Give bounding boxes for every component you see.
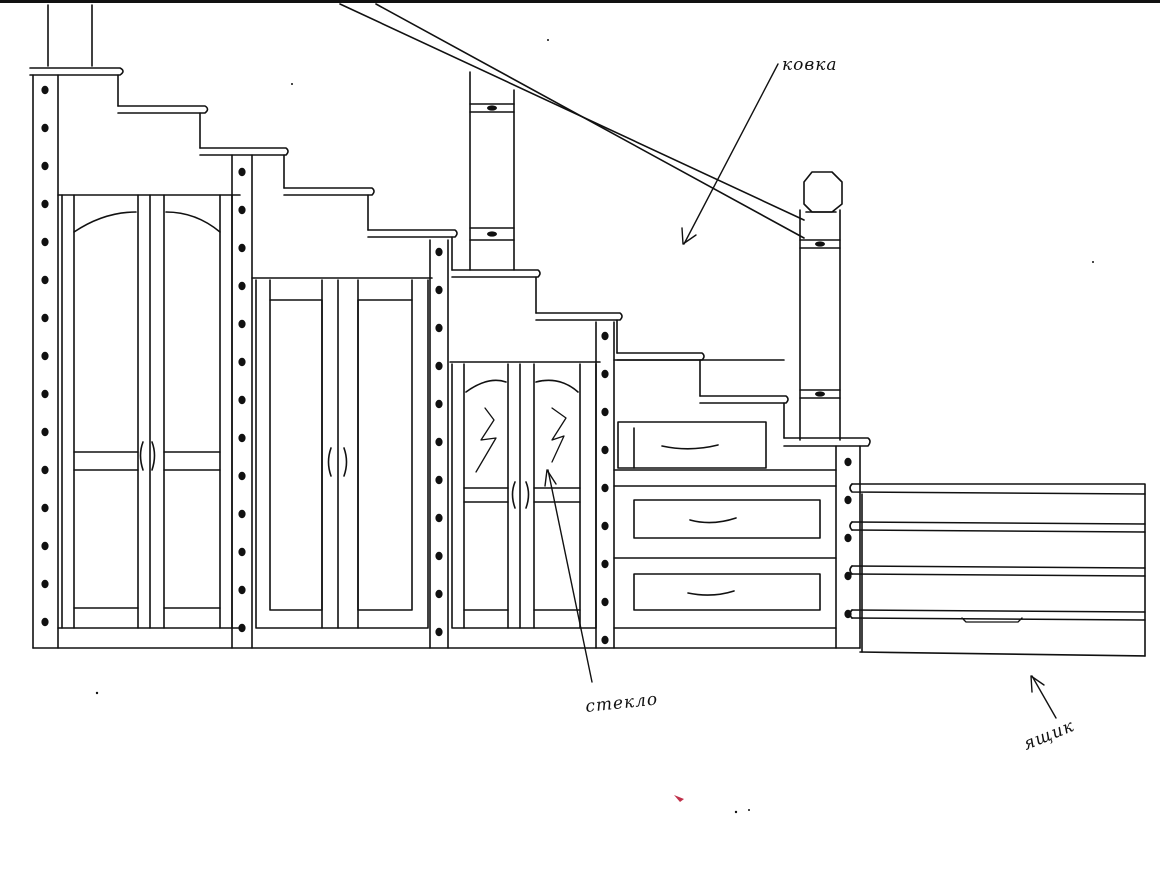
carving-dot xyxy=(41,237,49,247)
carving-dot xyxy=(238,357,246,367)
carving-dot xyxy=(435,627,443,637)
carving-dot xyxy=(435,437,443,447)
middle-post-1 xyxy=(231,154,253,649)
carving-dot xyxy=(41,161,49,171)
tread xyxy=(451,269,541,278)
arrow-glass xyxy=(544,469,593,683)
carving-dot xyxy=(844,457,852,467)
carving-dot xyxy=(435,399,443,409)
wardrobe-section-3-glass xyxy=(451,363,597,629)
carving-dot xyxy=(41,123,49,133)
chest-of-drawers xyxy=(613,359,837,629)
carving-dot xyxy=(435,247,443,257)
band-rosette xyxy=(815,241,825,247)
carving-dot xyxy=(601,445,609,455)
carving-dot xyxy=(238,547,246,557)
label-box: ящик xyxy=(1020,716,1077,755)
carving-dot xyxy=(435,323,443,333)
carving-dot xyxy=(435,475,443,485)
stair-risers xyxy=(57,74,785,439)
tread xyxy=(367,229,458,238)
podium-box xyxy=(849,483,1146,657)
carving-dot xyxy=(238,395,246,405)
carving-dot xyxy=(601,597,609,607)
carving-dot xyxy=(41,465,49,475)
stair-treads xyxy=(117,105,871,447)
carving-dot xyxy=(41,85,49,95)
top-newel-post xyxy=(47,4,93,67)
carving-dot xyxy=(41,275,49,285)
arrow-box xyxy=(1030,675,1057,719)
carving-dot xyxy=(41,199,49,209)
band-rosette xyxy=(487,231,497,237)
carving-dot xyxy=(41,503,49,513)
label-forging: ковка xyxy=(782,55,838,75)
carving-dot xyxy=(238,167,246,177)
carving-dot xyxy=(238,585,246,595)
annotation-labels: ковка стекло ящик xyxy=(584,55,1077,755)
carving-dot xyxy=(601,521,609,531)
band-rosette xyxy=(487,105,497,111)
carving-dot xyxy=(601,635,609,645)
carving-dot xyxy=(435,589,443,599)
handrail xyxy=(339,3,805,239)
left-post xyxy=(29,67,124,649)
tread xyxy=(283,187,375,196)
drawer xyxy=(633,499,821,539)
wardrobe-section-2 xyxy=(255,279,429,629)
scan-top-border xyxy=(0,0,1160,3)
carving-dot xyxy=(844,609,852,619)
carving-dot xyxy=(238,471,246,481)
carving-dot xyxy=(844,495,852,505)
carving-dot xyxy=(601,559,609,569)
middle-post-2 xyxy=(429,239,449,649)
tread xyxy=(117,105,209,114)
carving-dot xyxy=(41,617,49,627)
band-rosette xyxy=(815,391,825,397)
carving-dot xyxy=(601,483,609,493)
post-carving-dots xyxy=(41,85,852,645)
carving-dot xyxy=(844,533,852,543)
wardrobe-section-1 xyxy=(57,194,241,629)
middle-baluster-post xyxy=(469,71,515,271)
arrow-forging xyxy=(681,63,779,245)
carving-dot xyxy=(435,551,443,561)
floor-line xyxy=(32,647,1146,657)
drawer xyxy=(617,421,767,469)
carving-dot xyxy=(41,427,49,437)
carving-dot xyxy=(41,351,49,361)
carving-dot xyxy=(601,331,609,341)
right-newel-post xyxy=(799,171,843,441)
carving-dot xyxy=(435,513,443,523)
carving-dot xyxy=(41,579,49,589)
carving-dot xyxy=(435,285,443,295)
carving-dot xyxy=(238,509,246,519)
label-glass: стекло xyxy=(584,689,659,717)
carving-dot xyxy=(238,205,246,215)
carving-dot xyxy=(41,541,49,551)
carving-dot xyxy=(238,281,246,291)
tread xyxy=(616,352,705,361)
carving-dot xyxy=(238,623,246,633)
carving-dot xyxy=(435,361,443,371)
tread xyxy=(535,312,623,321)
carving-dot xyxy=(238,319,246,329)
podium-post xyxy=(835,445,861,649)
tread xyxy=(783,437,871,447)
carving-dot xyxy=(601,369,609,379)
scan-specks xyxy=(95,39,1094,814)
carving-dot xyxy=(238,433,246,443)
tread xyxy=(199,147,289,156)
carving-dot xyxy=(238,243,246,253)
annotation-arrows xyxy=(544,63,1057,719)
carving-dot xyxy=(601,407,609,417)
carving-dot xyxy=(41,313,49,323)
middle-post-3 xyxy=(595,321,615,649)
carving-dot xyxy=(41,389,49,399)
carving-dot xyxy=(844,571,852,581)
drawer xyxy=(633,573,821,611)
tread xyxy=(699,395,789,404)
